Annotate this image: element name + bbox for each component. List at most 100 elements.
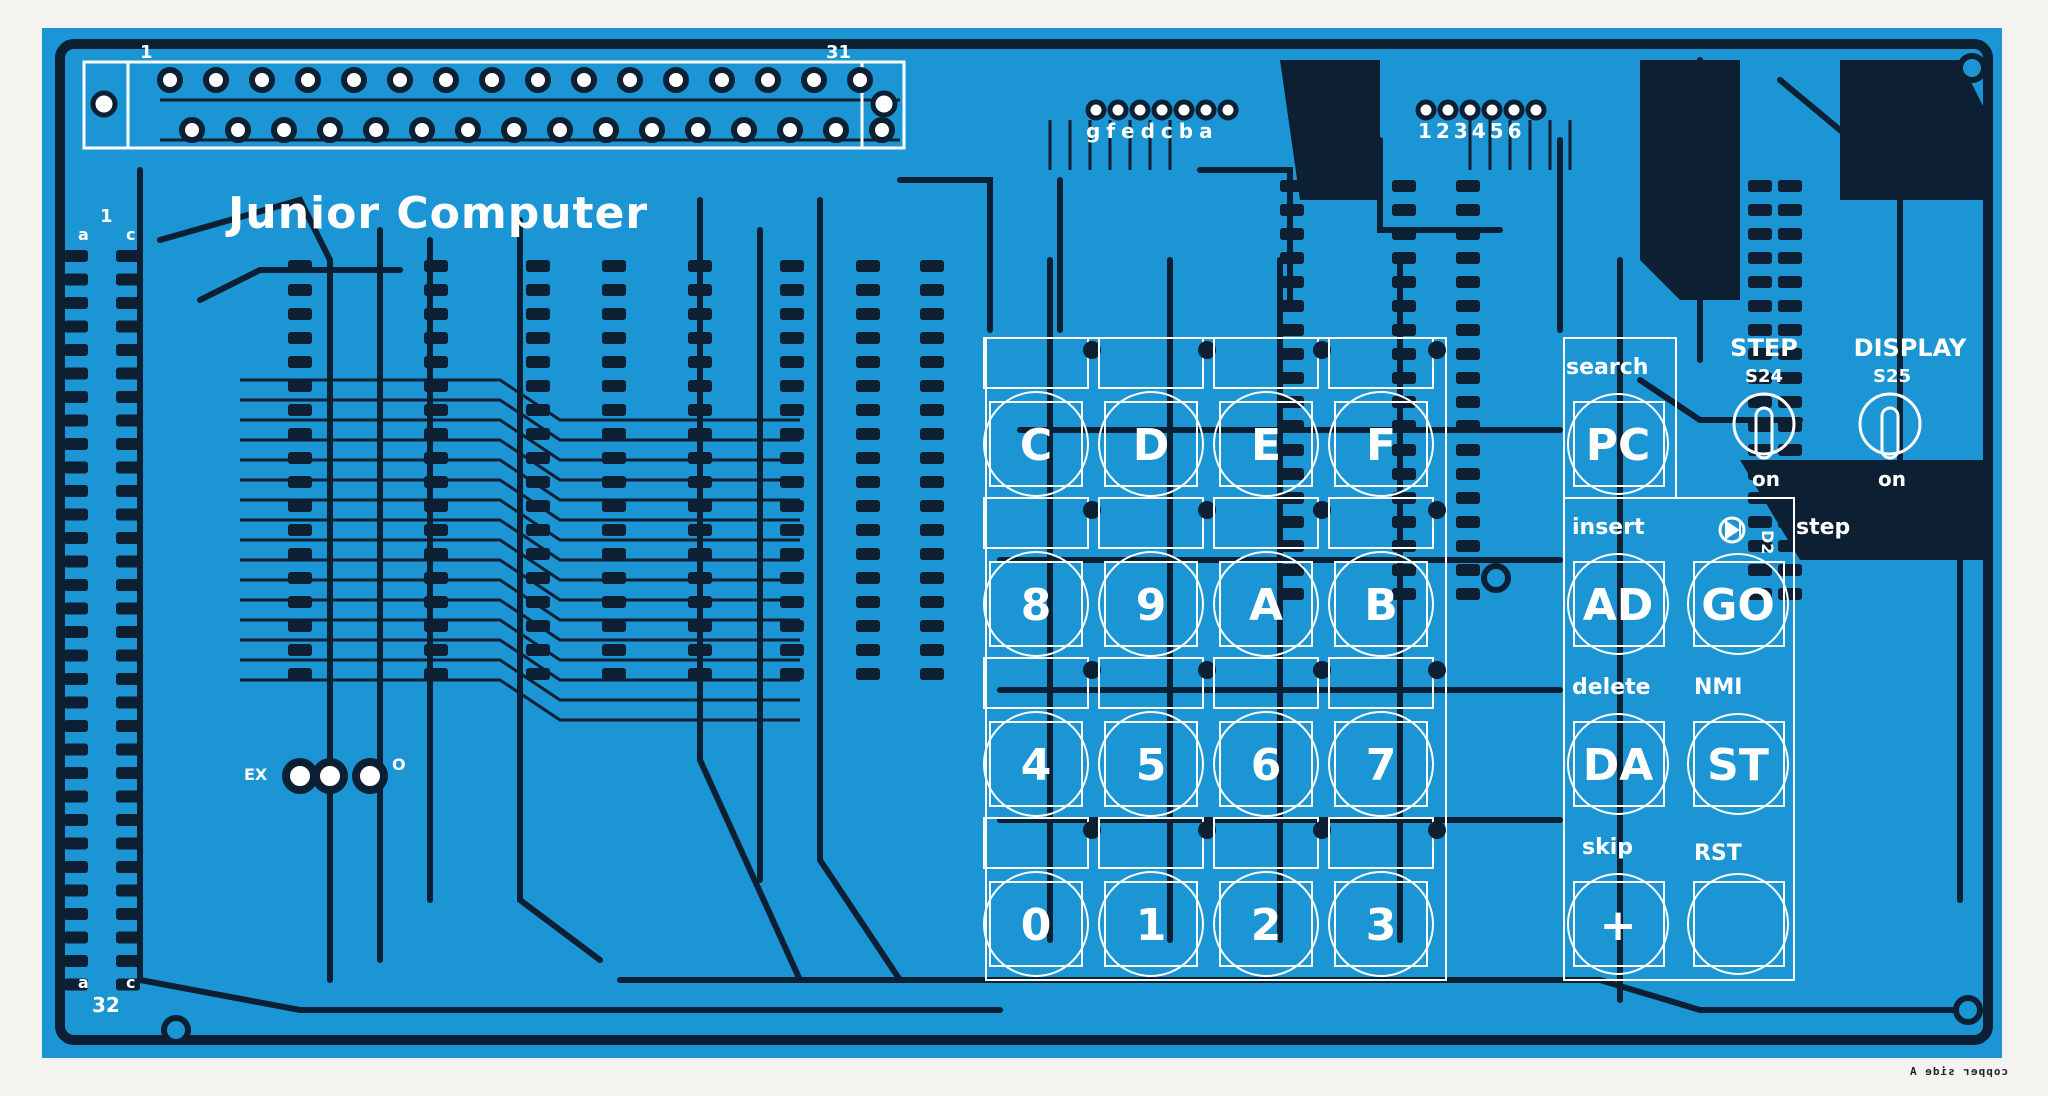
key-6-label: 6: [1251, 740, 1282, 791]
jumper-label-ex: EX: [244, 765, 268, 784]
key-b[interactable]: B: [1328, 497, 1446, 657]
key-rst-cap: [1687, 873, 1789, 975]
mount-hole-left: [90, 90, 118, 118]
ic-pad: [920, 308, 944, 320]
ic-pad: [64, 367, 88, 380]
ic-pad: [1778, 564, 1802, 576]
ic-pad: [780, 356, 804, 368]
ic-pad: [424, 476, 448, 488]
key-d[interactable]: D: [1098, 337, 1216, 497]
edge-label-a-top: a: [78, 225, 89, 244]
connector-outline: [82, 60, 906, 150]
key-7[interactable]: 7: [1328, 657, 1446, 817]
key-5-label: 5: [1136, 740, 1167, 791]
key-4-cap: [983, 711, 1089, 817]
ic-pad: [688, 596, 712, 608]
key-pc[interactable]: PC: [1567, 393, 1669, 495]
ic-pad: [116, 837, 140, 850]
ic-pad: [856, 428, 880, 440]
key-c[interactable]: C: [983, 337, 1101, 497]
digit-pad: [1415, 99, 1437, 121]
key-go[interactable]: GO: [1687, 553, 1789, 655]
ic-pad: [602, 524, 626, 536]
mount-hole-bottom-right: [1953, 995, 1983, 1025]
key-f-plate: [1334, 401, 1428, 487]
key-8-via: [1083, 501, 1101, 519]
ic-pad: [688, 668, 712, 680]
ic-pad: [116, 673, 140, 685]
function-keypad-frame-lower: [1563, 497, 1795, 981]
ic-pad: [602, 500, 626, 512]
switch-display[interactable]: DISPLAY S25 on: [1854, 334, 1967, 491]
key-3[interactable]: 3: [1328, 817, 1446, 977]
ic-pad: [64, 391, 88, 403]
ic-pad: [526, 332, 550, 344]
ic-pad: [780, 452, 804, 464]
key-8[interactable]: 8: [983, 497, 1101, 657]
ic-pad: [64, 978, 88, 991]
ic-pad: [64, 297, 88, 309]
ic-pad: [856, 380, 880, 392]
key-pc-plate: [1573, 401, 1665, 487]
key-ad[interactable]: AD: [1567, 553, 1669, 655]
ic-pad: [780, 428, 804, 440]
ic-pad: [1280, 204, 1304, 216]
connector-pad: [663, 67, 689, 93]
key-c-label: C: [1020, 420, 1052, 471]
key-2-plate: [1219, 881, 1313, 967]
key-0-label: 0: [1021, 900, 1052, 951]
ic-pad: [64, 743, 88, 756]
ic-pad: [1280, 516, 1304, 528]
ic-pad: [116, 931, 140, 944]
key-plus[interactable]: +: [1567, 873, 1669, 975]
ic-pad: [1748, 540, 1772, 552]
ic-pad: [1456, 276, 1480, 288]
key-da[interactable]: DA: [1567, 713, 1669, 815]
segment-pad: [1085, 99, 1107, 121]
ic-pad: [288, 284, 312, 296]
ic-pad: [856, 620, 880, 632]
ic-pad: [688, 284, 712, 296]
ic-pad: [856, 260, 880, 272]
ic-pad: [1392, 564, 1416, 576]
mount-hole-top-right: [1957, 53, 1987, 83]
ic-pad: [1392, 276, 1416, 288]
key-e[interactable]: E: [1213, 337, 1331, 497]
ic-pad: [64, 602, 88, 615]
key-5[interactable]: 5: [1098, 657, 1216, 817]
key-f[interactable]: F: [1328, 337, 1446, 497]
key-2[interactable]: 2: [1213, 817, 1331, 977]
ic-pad: [856, 356, 880, 368]
ic-pad: [288, 380, 312, 392]
ic-pad: [1748, 204, 1772, 216]
jumper-pad-2: [312, 758, 348, 794]
key-rst[interactable]: [1687, 873, 1789, 975]
key-0[interactable]: 0: [983, 817, 1101, 977]
switch-step-ref: S24: [1745, 366, 1783, 387]
key-6[interactable]: 6: [1213, 657, 1331, 817]
ic-pad: [856, 452, 880, 464]
ic-pad: [64, 790, 88, 803]
key-3-cap: [1328, 871, 1434, 977]
jumper-pad-3: [352, 758, 388, 794]
key-d-slot: [1098, 337, 1204, 389]
key-st[interactable]: ST: [1687, 713, 1789, 815]
key-9[interactable]: 9: [1098, 497, 1216, 657]
ic-pad: [1392, 324, 1416, 336]
key-d-cap: [1098, 391, 1204, 497]
switch-step[interactable]: STEP S24 on: [1730, 334, 1798, 491]
ic-pad: [526, 620, 550, 632]
ic-pad: [1280, 444, 1304, 456]
ic-pad: [116, 508, 140, 521]
ic-pad: [116, 485, 140, 497]
switch-display-body: [1858, 392, 1922, 456]
ic-pad: [526, 404, 550, 416]
ic-pad: [1748, 324, 1772, 336]
key-1[interactable]: 1: [1098, 817, 1216, 977]
ic-pad: [116, 414, 140, 427]
ic-pad: [856, 500, 880, 512]
key-a[interactable]: A: [1213, 497, 1331, 657]
ic-pad: [856, 668, 880, 680]
ic-pad: [1392, 204, 1416, 216]
key-4[interactable]: 4: [983, 657, 1101, 817]
